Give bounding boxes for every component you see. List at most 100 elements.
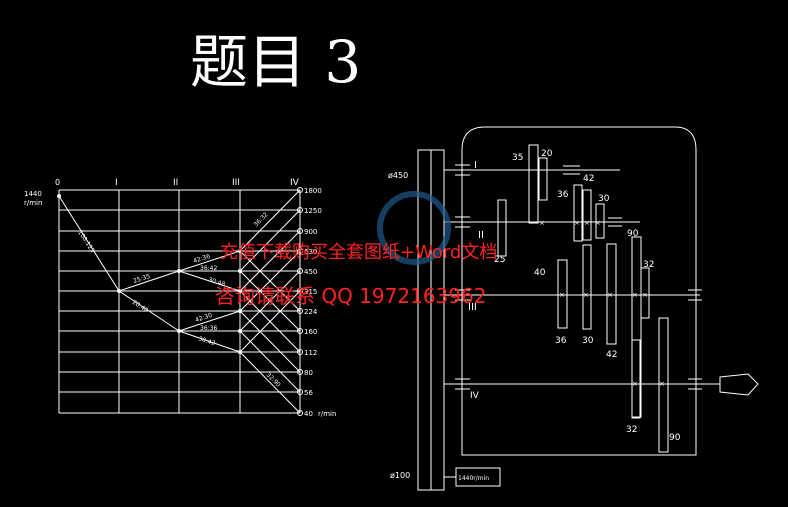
ray-20-40 xyxy=(118,290,180,332)
pulley-top-label: ø450 xyxy=(388,171,408,180)
node xyxy=(238,269,242,273)
svg-text:×: × xyxy=(642,291,648,299)
svg-text:×: × xyxy=(632,380,638,388)
ray-42-36 xyxy=(178,250,241,272)
teeth-label: 35 xyxy=(512,153,523,163)
ratio-label: 36:36 xyxy=(200,325,217,332)
ray-30-48 xyxy=(178,270,241,292)
speed-unit-label: r/min xyxy=(318,410,336,418)
ray-down xyxy=(239,351,301,414)
gear-25 xyxy=(497,199,507,257)
speed-label: 900 xyxy=(304,228,317,236)
speed-label: 315 xyxy=(304,288,317,296)
teeth-label: 42 xyxy=(606,350,617,360)
teeth-label: 20 xyxy=(541,149,553,159)
node xyxy=(238,289,242,293)
output-node xyxy=(297,268,303,274)
gear-30-lower xyxy=(582,244,592,330)
ratio-label: 42:30 xyxy=(194,312,213,324)
ray-down xyxy=(239,270,301,332)
output-node xyxy=(297,288,303,294)
speed-diagram: 1440 r/min 0 I II III IV xyxy=(24,178,336,418)
teeth-label: 32 xyxy=(626,425,637,435)
node xyxy=(238,309,242,313)
shaft-label-4: IV xyxy=(290,178,300,188)
ray-down xyxy=(239,310,301,373)
shaft-label-3: III xyxy=(232,178,240,188)
gearbox-schematic: ø450 ø100 1440r/min I II III IV xyxy=(388,126,759,491)
ray-up xyxy=(239,189,301,252)
svg-text:×: × xyxy=(632,291,638,299)
svg-text:×: × xyxy=(574,219,580,227)
node xyxy=(238,249,242,253)
output-node xyxy=(297,369,303,375)
teeth-label: 36 xyxy=(555,336,567,346)
ray-down xyxy=(239,330,301,393)
watermark-line-2: 咨询请联系 QQ 1972163962 xyxy=(215,284,486,308)
ray-belt xyxy=(58,195,120,292)
node xyxy=(177,329,181,333)
teeth-label: 30 xyxy=(598,194,610,204)
speed-label: 630 xyxy=(304,248,317,256)
watermark-logo-icon xyxy=(377,191,451,265)
svg-text:×: × xyxy=(584,219,590,227)
gear-32-lower xyxy=(631,339,641,419)
shaft-label-0: 0 xyxy=(55,178,60,187)
output-spindle xyxy=(719,373,759,396)
ray-30-42 xyxy=(178,330,241,353)
shaft-label-2: II xyxy=(173,178,178,188)
output-node xyxy=(297,410,303,416)
ratio-label: 20:40 xyxy=(131,299,149,314)
gear-42-lower xyxy=(606,243,617,345)
teeth-label: 42 xyxy=(583,174,594,184)
speed-label: 56 xyxy=(304,389,313,397)
input-speed-unit: r/min xyxy=(24,199,42,207)
speed-label: 1800 xyxy=(304,187,322,195)
output-node xyxy=(297,228,303,234)
gear-42-upper xyxy=(582,189,592,241)
output-node xyxy=(297,248,303,254)
gearbox-housing xyxy=(461,126,697,456)
speed-label: 160 xyxy=(304,328,317,336)
teeth-label: 90 xyxy=(627,229,639,239)
speed-label: 1250 xyxy=(304,207,322,215)
svg-text:×: × xyxy=(583,291,589,299)
ratio-label: 36:32 xyxy=(252,211,269,228)
watermark: 充值下载购买全套图纸+Word文档 咨询请联系 QQ 1972163962 xyxy=(215,191,497,308)
gear-shaft-label-1: I xyxy=(474,160,477,171)
svg-text:×: × xyxy=(539,219,545,227)
ray-25-35 xyxy=(118,270,180,292)
bearings xyxy=(455,164,702,390)
gear-30-upper xyxy=(595,203,605,239)
gear-shaft-label-2: II xyxy=(478,230,484,241)
gear-90-upper xyxy=(631,236,642,418)
motor-label: 1440r/min xyxy=(458,475,489,482)
teeth-label: 36 xyxy=(557,190,569,200)
ray-42-30 xyxy=(178,310,241,332)
node xyxy=(117,289,121,293)
teeth-label: 90 xyxy=(669,433,681,443)
output-node xyxy=(297,207,303,213)
ratio-label: 100:125 xyxy=(76,229,96,254)
gear-20 xyxy=(538,157,548,201)
output-node xyxy=(297,308,303,314)
node xyxy=(238,329,242,333)
teeth-label: 25 xyxy=(494,255,505,265)
svg-text:×: × xyxy=(607,291,613,299)
svg-text:×: × xyxy=(595,219,601,227)
input-speed-label: 1440 xyxy=(24,190,42,198)
teeth-label: 32 xyxy=(643,260,654,270)
gear-35 xyxy=(528,144,539,224)
speed-label: 450 xyxy=(304,268,317,276)
ratio-label: 30:42 xyxy=(197,335,216,347)
gear-90-lower xyxy=(658,317,669,453)
node xyxy=(177,269,181,273)
shaft-label-1: I xyxy=(115,178,118,188)
output-node xyxy=(297,349,303,355)
speed-label: 80 xyxy=(304,369,313,377)
speed-label: 112 xyxy=(304,349,317,357)
gear-32-upper xyxy=(640,267,650,319)
watermark-line-1: 充值下载购买全套图纸+Word文档 xyxy=(220,242,497,263)
gear-shaft-label-4: IV xyxy=(470,391,480,401)
